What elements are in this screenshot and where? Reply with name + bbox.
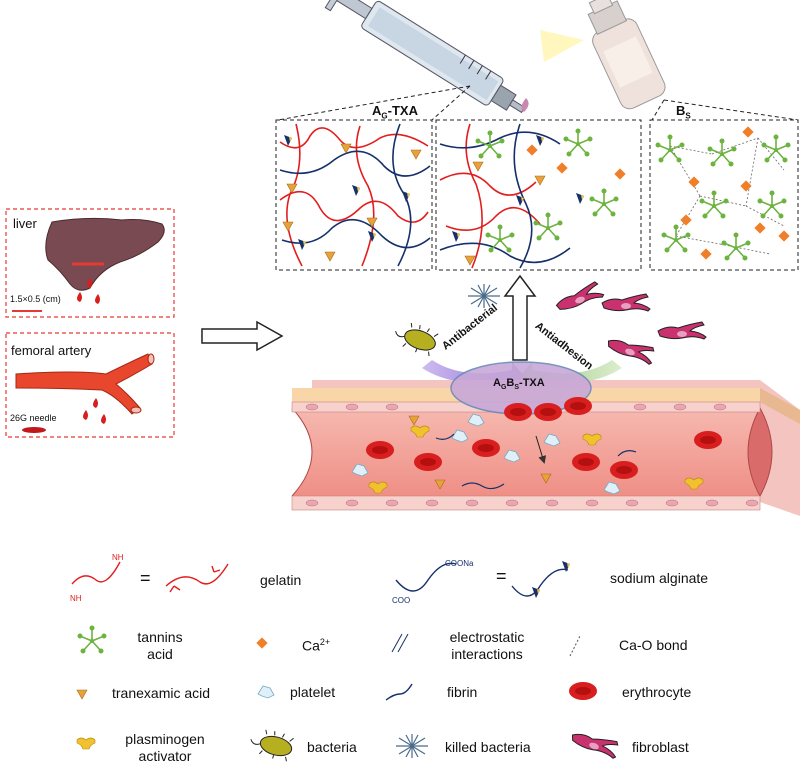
fibroblast-4 bbox=[605, 332, 658, 366]
panel-ag-txa-title: AG-TXA bbox=[372, 103, 418, 121]
scale-label: 1.5×0.5 (cm) bbox=[10, 294, 61, 304]
legend-txa-glyph bbox=[76, 689, 88, 700]
artery-panel bbox=[5, 332, 175, 438]
legend-equals-1: = bbox=[140, 568, 151, 588]
panel-bs-title: BS bbox=[676, 103, 691, 121]
liver-panel bbox=[5, 208, 175, 318]
legend-alginate-glyphs bbox=[395, 562, 569, 597]
projection-lines bbox=[277, 85, 799, 121]
legend-electrostatic-glyph bbox=[391, 633, 409, 653]
legend-ca-glyph bbox=[256, 637, 268, 649]
legend-fibroblast: fibroblast bbox=[632, 739, 689, 755]
legend-erythrocyte: erythrocyte bbox=[622, 684, 692, 700]
process-arrow bbox=[201, 320, 284, 352]
legend-erythrocyte-glyph bbox=[569, 682, 597, 700]
spray-bottle bbox=[587, 0, 666, 110]
legend-sodium-alginate: sodium alginate bbox=[610, 570, 709, 586]
legend-ca: Ca2+ bbox=[302, 637, 331, 654]
syringe bbox=[324, 0, 526, 114]
legend-equals-2: = bbox=[496, 566, 507, 586]
fibroblast-3 bbox=[657, 321, 707, 340]
legend-platelet: platelet bbox=[290, 684, 336, 700]
gel-panel-mixed bbox=[435, 119, 642, 271]
legend-tannin-glyph bbox=[76, 624, 108, 655]
legend-plasmin-glyph bbox=[76, 737, 96, 750]
legend-nh-bottom: NH bbox=[70, 594, 82, 603]
artery-vessel bbox=[15, 353, 153, 415]
upward-arrow bbox=[503, 274, 537, 361]
liver-label: liver bbox=[13, 216, 37, 231]
legend-nh-top: NH bbox=[112, 553, 124, 562]
fibroblast-2 bbox=[601, 293, 651, 312]
legend-killed-bacteria-glyph bbox=[395, 733, 429, 759]
legend-cao-glyph bbox=[569, 635, 581, 657]
legend-killed-bacteria: killed bacteria bbox=[445, 739, 531, 755]
legend-cao-bond: Ca-O bond bbox=[619, 637, 688, 653]
bacterium-killed bbox=[467, 283, 501, 309]
droplet bbox=[521, 98, 529, 112]
legend-coo: COO bbox=[392, 596, 411, 605]
gel-panel-ag-txa bbox=[275, 119, 433, 271]
legend-coona: COONa bbox=[445, 559, 474, 568]
legend-platelet-glyph bbox=[257, 685, 275, 699]
legend-fibrin-glyph bbox=[385, 683, 413, 701]
bacterium-live bbox=[390, 317, 441, 359]
legend-gelatin-glyphs bbox=[71, 561, 229, 593]
fibroblast-1 bbox=[552, 280, 605, 314]
legend-bacteria: bacteria bbox=[307, 739, 357, 755]
spray-mist bbox=[540, 30, 584, 62]
dressing-label: AGBS-TXA bbox=[493, 377, 545, 392]
needle-label: 26G needle bbox=[10, 413, 57, 423]
legend-fibrin: fibrin bbox=[447, 684, 478, 700]
liver-organ bbox=[45, 217, 165, 291]
legend-gelatin: gelatin bbox=[260, 572, 302, 588]
gel-panel-bs bbox=[649, 119, 799, 271]
legend-bacteria-glyph bbox=[247, 725, 296, 764]
artery-label: femoral artery bbox=[11, 343, 92, 358]
legend-tranexamic: tranexamic acid bbox=[112, 685, 211, 701]
legend-fibroblast-glyph bbox=[569, 726, 622, 760]
